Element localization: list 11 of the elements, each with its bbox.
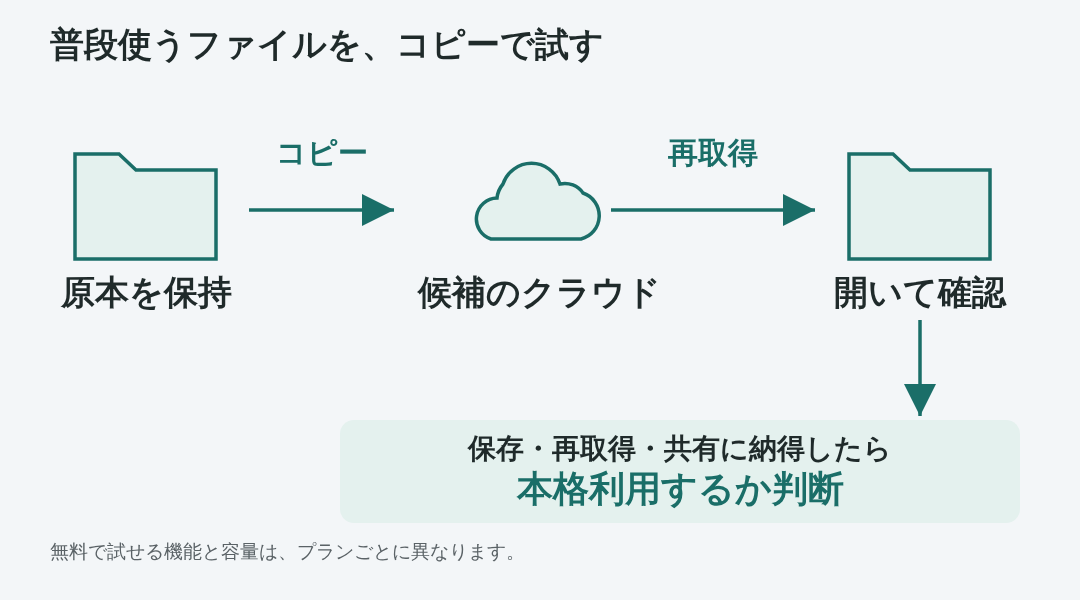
arrow [611,194,815,226]
edge-label: コピー [275,134,368,172]
result-box: 保存・再取得・共有に納得したら 本格利用するか判断 [340,420,1020,523]
node-label: 候補のクラウド [416,271,662,314]
node-label: 開いて確認 [833,271,1008,314]
caption: 無料で試せる機能と容量は、プランごとに異なります。 [50,539,525,564]
edge-label: 再取得 [668,134,758,172]
node-label: 原本を保持 [59,271,233,314]
arrow [249,194,394,226]
arrow [904,320,936,416]
title: 普段使うファイルを、コピーで試す [50,23,604,66]
